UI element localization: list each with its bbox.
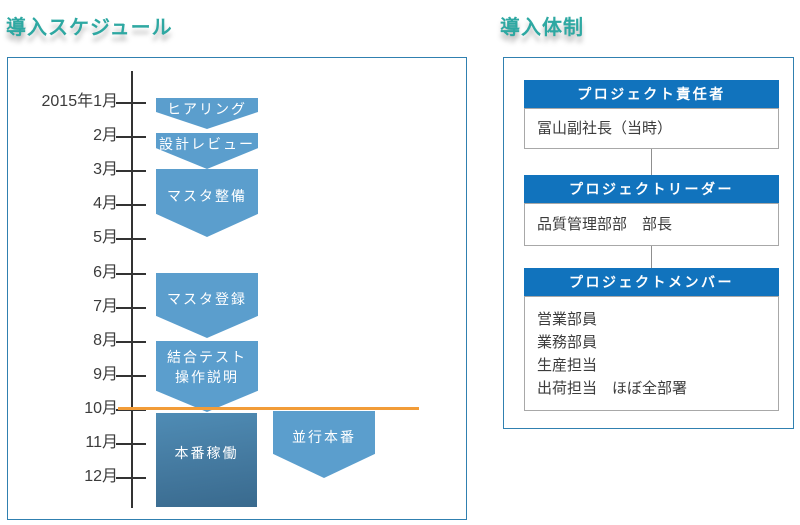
month-tick <box>116 273 146 275</box>
schedule-panel: 2015年1月 2月 3月 4月 5月 6月 7月 8月 9月 10月 11月 … <box>7 57 467 520</box>
structure-panel: プロジェクト責任者 冨山副社長（当時） プロジェクトリーダー 品質管理部部 部長… <box>503 57 794 429</box>
phase-label: マスタ整備 <box>167 188 247 204</box>
month-tick <box>116 170 146 172</box>
month-tick <box>116 443 146 445</box>
month-label: 4月 <box>93 195 118 212</box>
month-tick <box>116 341 146 343</box>
org-member-line: 冨山副社長（当時） <box>537 120 673 137</box>
phase-label: 設計レビュー <box>159 136 255 152</box>
month-label: 6月 <box>93 264 118 281</box>
org-member-line: 出荷担当 ほぼ全部署 <box>537 380 688 397</box>
month-tick <box>116 136 146 138</box>
phase-shape-parallel-production: 並行本番 <box>273 411 375 478</box>
org-member-line: 生産担当 <box>537 357 598 374</box>
month-label: 9月 <box>93 366 118 383</box>
month-label: 12月 <box>84 468 118 485</box>
phase-shape-integration-test: 結合テスト 操作説明 <box>156 341 258 412</box>
org-member-line: 品質管理部部 部長 <box>537 216 673 233</box>
phase-label: 並行本番 <box>292 429 356 445</box>
schedule-section-title: 導入スケジュール <box>6 17 173 39</box>
month-tick <box>116 204 146 206</box>
month-tick <box>116 307 146 309</box>
month-label: 7月 <box>93 298 118 315</box>
org-header-project-owner: プロジェクト責任者 <box>524 80 779 108</box>
phase-shape-design-review: 設計レビュー <box>156 133 258 169</box>
phase-label: 本番稼働 <box>174 445 239 461</box>
phase-shape-master-preparation: マスタ整備 <box>156 169 258 237</box>
phase-shape-hearing: ヒアリング <box>156 98 258 129</box>
phase-label: 結合テスト <box>167 349 247 365</box>
month-label: 2015年1月 <box>41 93 119 110</box>
timeline-axis <box>131 71 133 508</box>
org-member-line: 営業部員 <box>537 311 598 328</box>
month-tick <box>116 375 146 377</box>
phase-shape-production-launch: 本番稼働 <box>156 413 257 507</box>
phase-shape-master-registration: マスタ登録 <box>156 273 258 338</box>
org-member-line: 業務部員 <box>537 334 598 351</box>
go-live-line <box>118 407 419 410</box>
org-body-project-owner: 冨山副社長（当時） <box>524 108 779 149</box>
phase-label: 操作説明 <box>175 369 239 385</box>
org-header-project-leader: プロジェクトリーダー <box>524 175 779 203</box>
org-body-project-members: 営業部員 業務部員 生産担当 出荷担当 ほぼ全部署 <box>524 296 779 411</box>
org-body-project-leader: 品質管理部部 部長 <box>524 203 779 246</box>
org-header-project-members: プロジェクトメンバー <box>524 268 779 296</box>
month-label: 11月 <box>85 434 118 451</box>
month-tick <box>116 238 146 240</box>
month-label: 8月 <box>93 332 118 349</box>
phase-label: ヒアリング <box>167 101 247 117</box>
month-tick <box>116 102 146 104</box>
month-label: 5月 <box>93 229 118 246</box>
month-tick <box>116 477 146 479</box>
month-label: 10月 <box>84 400 118 417</box>
month-label: 3月 <box>93 161 118 178</box>
org-connector <box>651 149 652 175</box>
structure-section-title: 導入体制 <box>500 17 584 39</box>
org-connector <box>651 246 652 268</box>
phase-label: マスタ登録 <box>167 291 247 307</box>
month-label: 2月 <box>93 127 118 144</box>
